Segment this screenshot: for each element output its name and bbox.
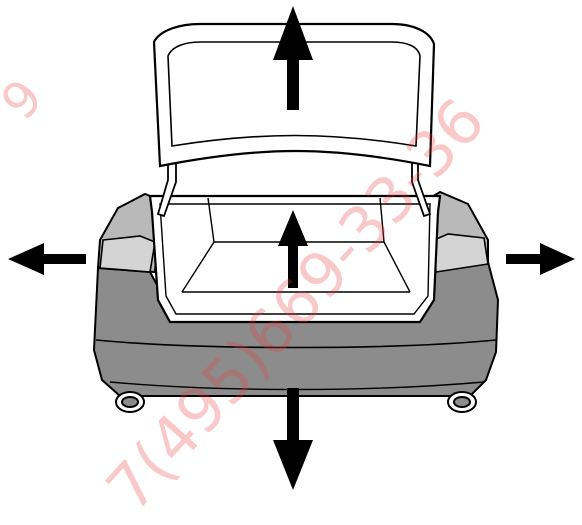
diagram-canvas: 7(495)669-33-36 9 (0, 6, 575, 525)
arrow-down-icon (273, 388, 313, 490)
trunk-diagram (8, 6, 575, 490)
arrow-up-top-icon (273, 6, 313, 110)
arrow-left-icon (8, 243, 86, 275)
arrow-up-trunk-icon (278, 210, 308, 288)
trunk-interior (181, 197, 411, 293)
arrow-right-icon (506, 243, 575, 275)
exhaust-tips (115, 391, 477, 413)
tail-light-left (99, 235, 156, 273)
bumper-crease (95, 339, 497, 349)
